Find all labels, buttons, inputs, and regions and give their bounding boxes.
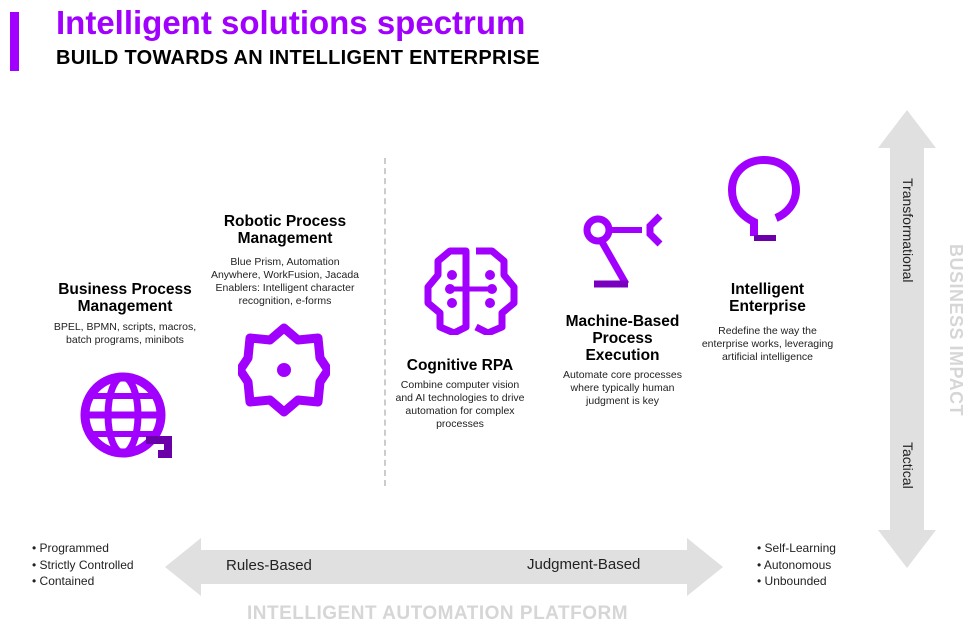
accent-bar: [10, 12, 19, 71]
stage-desc: BPEL, BPMN, scripts, macros,: [53, 321, 197, 333]
stage-desc: enterprise works, leveraging: [701, 338, 834, 350]
robot-arm-icon: [583, 213, 663, 288]
horizontal-double-arrow: [165, 538, 723, 596]
left-bullets: • Programmed • Strictly Controlled • Conta…: [32, 540, 134, 590]
stage-title: Business Process: [58, 281, 192, 298]
stage-desc: Redefine the way the: [718, 325, 817, 337]
judgment-based-label: Judgment-Based: [527, 556, 641, 573]
stage-desc: Blue Prism, Automation: [230, 256, 340, 268]
stage-title: Process: [592, 330, 653, 347]
business-impact-label: BUSINESS IMPACT: [946, 244, 966, 417]
brain-icon: [424, 247, 518, 335]
divider: [384, 158, 386, 486]
stage-desc: Combine computer vision: [400, 379, 520, 391]
platform-label: INTELLIGENT AUTOMATION PLATFORM: [247, 603, 629, 624]
bullet: • Autonomous: [757, 557, 832, 572]
stage-desc: Automate core processes: [562, 369, 683, 381]
gear-icon: [238, 323, 330, 417]
transformational-label: Transformational: [900, 178, 916, 283]
vertical-double-arrow: [878, 110, 936, 568]
stage-desc: recognition, e-forms: [238, 295, 332, 307]
stage-desc: batch programs, minibots: [66, 334, 184, 346]
stage-title: Execution: [585, 347, 660, 364]
stage-desc: Anywhere, WorkFusion, Jacada: [210, 269, 360, 281]
stage-desc: Enablers: Intelligent character: [215, 282, 355, 294]
lightbulb-icon: [728, 156, 800, 241]
bullet: • Self-Learning: [757, 541, 836, 555]
bullet: • Strictly Controlled: [32, 557, 134, 572]
rules-based-label: Rules-Based: [226, 557, 312, 574]
stage-desc: where typically human: [570, 382, 675, 394]
stage-desc: judgment is key: [586, 395, 659, 407]
stage-title: Enterprise: [729, 298, 806, 315]
page-subtitle: BUILD TOWARDS AN INTELLIGENT ENTERPRISE: [56, 47, 540, 69]
stage-title: Machine-Based: [565, 313, 680, 330]
stage-desc: automation for complex: [405, 405, 515, 417]
stage-title: Management: [77, 298, 173, 315]
stage-title: Cognitive RPA: [406, 357, 514, 374]
right-bullets: • Self-Learning • Autonomous • Unbounded: [757, 540, 836, 590]
bullet: • Contained: [32, 574, 95, 588]
stage-desc: artificial intelligence: [721, 351, 814, 363]
stage-title: Intelligent: [730, 281, 805, 298]
stage-desc: and AI technologies to drive: [395, 392, 525, 404]
stage-desc: processes: [436, 418, 484, 430]
bullet: • Programmed: [32, 541, 109, 555]
stage-title: Robotic Process: [223, 213, 347, 230]
page-title: Intelligent solutions spectrum: [56, 4, 526, 41]
tactical-label: Tactical: [900, 442, 916, 489]
stage-title: Management: [237, 230, 333, 247]
globe-icon: [80, 372, 172, 458]
bullet: • Unbounded: [757, 574, 827, 588]
